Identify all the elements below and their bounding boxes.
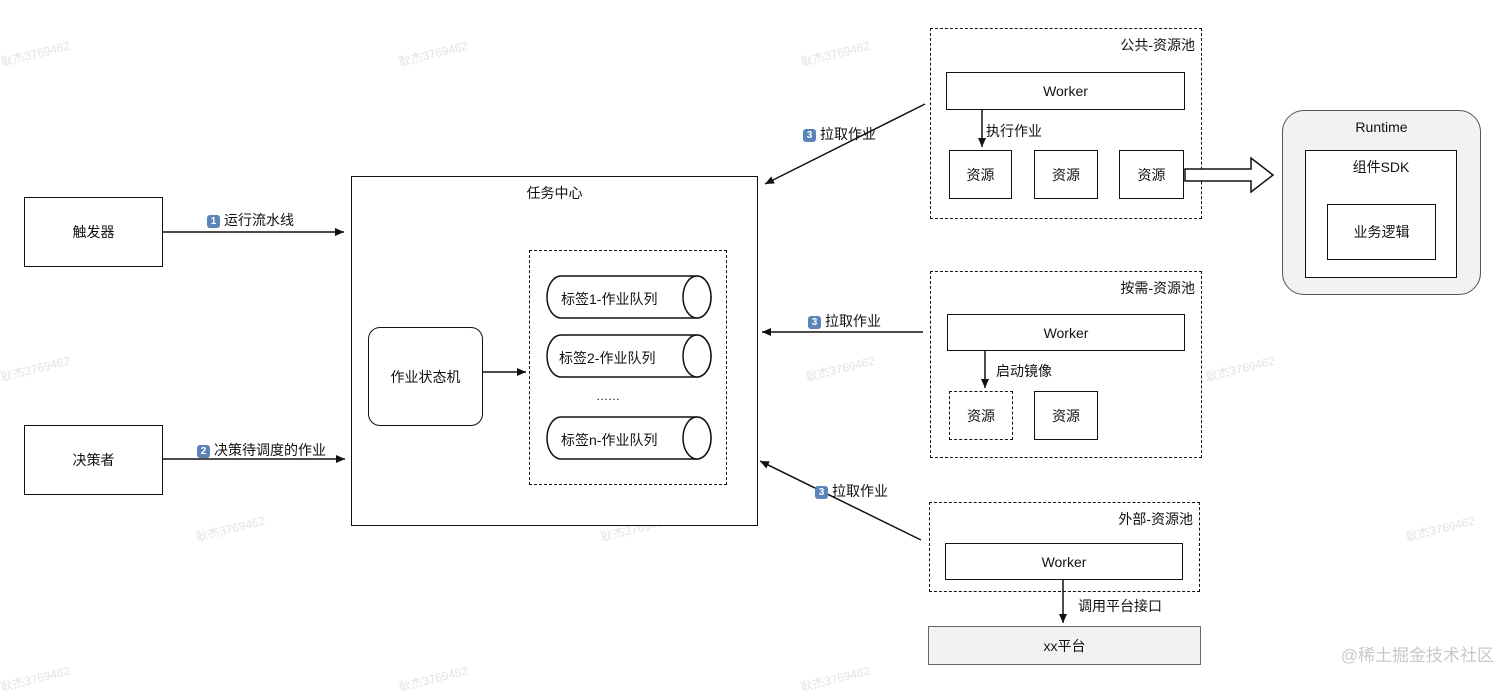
public-resource-1: 资源: [949, 150, 1012, 199]
start-image-label: 启动镜像: [996, 363, 1052, 379]
queue-cylinder-1-end: [682, 275, 712, 319]
runtime-title: Runtime: [1355, 119, 1408, 135]
business-logic-label: 业务逻辑: [1353, 224, 1410, 240]
ondemand-pool-title: 按需-资源池: [1120, 280, 1195, 296]
job-state-machine: 作业状态机: [368, 327, 483, 426]
decide-jobs-text: 决策待调度的作业: [214, 442, 326, 458]
step-badge: 2: [197, 445, 210, 458]
footer-watermark: @稀土掘金技术社区: [1340, 646, 1494, 665]
external-pool-title: 外部-资源池: [1118, 511, 1193, 527]
resource-label: 资源: [1052, 407, 1080, 424]
queue-cylinder-2-end: [682, 334, 712, 378]
step-badge: 1: [207, 215, 220, 228]
decider-label: 决策者: [72, 452, 115, 468]
queue-label-2: 标签2-作业队列: [559, 350, 656, 366]
trigger-node: 触发器: [24, 197, 163, 267]
external-worker: Worker: [945, 543, 1183, 580]
step-badge: 3: [803, 129, 816, 142]
call-platform-api-label: 调用平台接口: [1078, 598, 1162, 614]
public-resource-2: 资源: [1034, 150, 1098, 199]
task-center-title: 任务中心: [526, 185, 583, 201]
ondemand-resource-1: 资源: [949, 391, 1013, 440]
public-worker-label: Worker: [1043, 83, 1088, 99]
edge-label-pull-public: 3 拉取作业: [803, 124, 876, 144]
trigger-label: 触发器: [72, 224, 115, 240]
pull-external-text: 拉取作业: [832, 483, 888, 499]
queue-ellipsis: ……: [596, 389, 620, 403]
execute-job-label: 执行作业: [986, 123, 1042, 139]
decider-node: 决策者: [24, 425, 163, 495]
edge-label-run-pipeline: 1 运行流水线: [207, 210, 294, 230]
resource-label: 资源: [1052, 166, 1080, 183]
public-worker: Worker: [946, 72, 1185, 110]
public-pool-title: 公共-资源池: [1120, 37, 1195, 53]
edge-label-pull-ondemand: 3 拉取作业: [808, 311, 881, 331]
step-badge: 3: [815, 486, 828, 499]
pull-ondemand-text: 拉取作业: [825, 313, 881, 329]
ondemand-worker: Worker: [947, 314, 1185, 351]
pull-public-text: 拉取作业: [820, 126, 876, 142]
external-worker-label: Worker: [1041, 553, 1087, 570]
queue-label-n: 标签n-作业队列: [561, 432, 658, 448]
resource-label: 资源: [967, 407, 995, 424]
ondemand-worker-label: Worker: [1043, 324, 1089, 341]
edge-pull-public: [764, 103, 926, 185]
resource-label: 资源: [966, 166, 995, 183]
edge-pull-external: [759, 460, 922, 541]
queue-label-1: 标签1-作业队列: [561, 291, 658, 307]
public-resource-3: 资源: [1119, 150, 1184, 199]
xx-platform-label: xx平台: [1043, 637, 1086, 654]
xx-platform: xx平台: [928, 626, 1201, 665]
run-pipeline-text: 运行流水线: [224, 212, 294, 228]
edge-label-decide-jobs: 2 决策待调度的作业: [197, 440, 326, 460]
edge-label-pull-external: 3 拉取作业: [815, 481, 888, 501]
business-logic: 业务逻辑: [1327, 204, 1436, 260]
resource-label: 资源: [1137, 166, 1166, 183]
step-badge: 3: [808, 316, 821, 329]
queue-cylinder-n-end: [682, 416, 712, 460]
ondemand-resource-2: 资源: [1034, 391, 1098, 440]
job-state-machine-label: 作业状态机: [390, 368, 461, 385]
component-sdk-title: 组件SDK: [1352, 159, 1410, 175]
edge-resource-to-runtime: [1184, 156, 1275, 194]
